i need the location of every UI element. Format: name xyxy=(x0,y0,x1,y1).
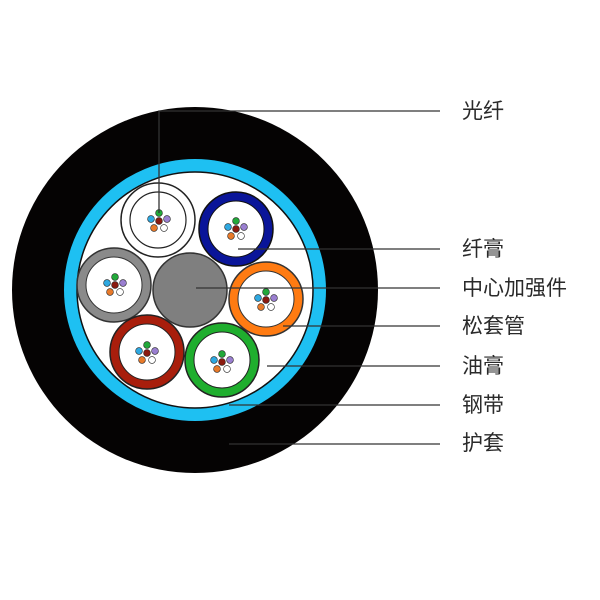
fiber-bundle xyxy=(103,273,127,296)
leader-line-optical-fiber xyxy=(158,110,440,213)
label-loose-tube: 松套管 xyxy=(462,314,525,338)
label-steel-tape: 钢带 xyxy=(462,393,504,417)
label-fiber-gel: 纤膏 xyxy=(462,237,504,261)
fiber-bundle xyxy=(135,341,159,364)
fiber-bundle xyxy=(254,288,278,311)
fiber-bundle xyxy=(224,217,248,240)
label-central-strength-member: 中心加强件 xyxy=(462,276,567,300)
central-strength-member xyxy=(152,252,228,328)
fiber-bundle xyxy=(210,350,234,373)
label-outer-sheath: 护套 xyxy=(462,431,504,455)
label-filling-gel: 油膏 xyxy=(462,354,504,378)
label-optical-fiber: 光纤 xyxy=(462,99,504,123)
